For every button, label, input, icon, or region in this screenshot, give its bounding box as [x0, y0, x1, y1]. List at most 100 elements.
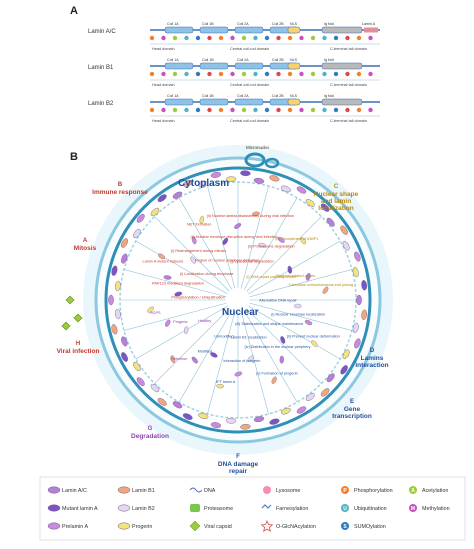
lamin-molecule-icon [354, 251, 361, 262]
legend-icon-glyph: S [343, 524, 347, 530]
lamin-molecule-icon [172, 191, 183, 199]
modification-dot [195, 107, 201, 113]
section-name: Degradation [131, 433, 169, 440]
domain-segment-label: NLS [290, 94, 298, 98]
domain-segment-label: Coil 1A [167, 58, 179, 62]
lamin-molecule-icon [311, 340, 318, 347]
modification-dot [322, 35, 327, 41]
lamin-molecule-icon [342, 240, 350, 251]
domain-segment [199, 26, 229, 34]
o-glcnacylation-icon [260, 519, 274, 532]
domain-segment [199, 62, 229, 70]
methylation-icon [409, 504, 417, 512]
domain-segment [321, 98, 363, 106]
lamin-molecule-icon [170, 355, 176, 364]
lamin-molecule-icon [293, 303, 302, 309]
mutant-lamin-a-icon [47, 504, 61, 512]
lamin-molecule-icon [191, 356, 198, 364]
legend-label: Acetylation [422, 488, 448, 494]
lamin-molecule-icon [150, 383, 160, 393]
sector-spoke [243, 197, 298, 290]
lamin-molecule-icon [296, 186, 307, 194]
legend-label: Lamin B1 [132, 488, 155, 494]
lamin-molecule-icon [121, 336, 128, 347]
micronucleus-icon [264, 157, 280, 169]
section-name: transcription [332, 413, 372, 420]
lamin-molecule-icon [198, 412, 209, 419]
lamin-molecule-icon [136, 213, 145, 223]
spoke-label: Modified [198, 349, 212, 353]
modification-dot [299, 71, 304, 77]
spoke-label: Region of nuclear periphery disruption [195, 258, 259, 262]
sector-spoke [135, 240, 228, 295]
viral-capsids [61, 295, 83, 331]
domain-segment [199, 98, 229, 106]
domain-segment-label: Coil 2A [237, 94, 249, 98]
proteasome-icon [190, 504, 200, 512]
lamin-molecule-icon [114, 308, 121, 320]
modification-dot [276, 107, 281, 113]
modification-dot [149, 71, 155, 77]
domain-segment [164, 26, 194, 34]
domain-segment-label: Ig fold [324, 22, 334, 26]
lamin-molecule-icon [225, 417, 237, 424]
legend-label: Farnesylation [276, 506, 308, 512]
spoke-label: NET formation [187, 223, 211, 227]
modification-dot [264, 35, 270, 41]
section-name: DNA damage [218, 461, 259, 468]
lamin-molecule-icon [253, 416, 265, 423]
modification-dot [368, 35, 373, 41]
lamin-molecule-icon [190, 256, 197, 264]
legend-item: Prelamin A [47, 522, 88, 530]
modification-dot [218, 107, 224, 113]
legend-item: Lamin A/C [47, 486, 87, 494]
section-letter: D [370, 348, 375, 354]
domain-segment-label: Coil 1B [202, 94, 214, 98]
lamin-molecule-icon [210, 172, 222, 178]
section-letter: H [76, 341, 80, 347]
lamin-molecule-icon [182, 413, 193, 420]
sector-spoke [135, 305, 228, 360]
section-name: Viral infection [57, 348, 100, 355]
domain-segment [321, 26, 363, 34]
spoke-label: (ii) Proteasome degradation [248, 245, 295, 249]
lamin-molecule-icon [279, 355, 284, 364]
spoke-label: (i) DNA repair pathway choice [246, 275, 296, 279]
domain-segment-label: Coil 2B [272, 22, 284, 26]
panel-b: B Micronuclei (i) Localization during te… [57, 145, 393, 475]
lamin-molecule-icon [251, 211, 260, 217]
modification-dot [276, 35, 281, 41]
lamin-molecule-icon [342, 349, 350, 360]
lamin-molecule-icon [111, 265, 118, 276]
modification-dot [207, 107, 212, 113]
section-letter: B [118, 182, 123, 188]
lamin-molecule-icon [136, 377, 145, 387]
lamin-row-name: Lamin B1 [88, 65, 114, 71]
micronucleus-icon [244, 152, 266, 168]
spoke-label: IFT lamin A [216, 380, 236, 384]
lamin-molecule-icon [172, 401, 183, 409]
modification-dot [161, 107, 166, 113]
legend-label: SUMOylation [354, 524, 386, 530]
modification-dot [299, 35, 304, 41]
sector-spoke [178, 310, 233, 403]
lamin-molecule-icon [191, 236, 197, 245]
sector-spoke [248, 240, 341, 295]
domain-label: C-terminal tail domain [330, 119, 367, 123]
lamin-row-name: Lamin B2 [88, 101, 114, 107]
lamin-b2-icon [117, 504, 131, 512]
lamin-molecule-icon [240, 423, 251, 430]
modification-dot [161, 35, 166, 41]
domain-label: C-terminal tail domain [330, 83, 367, 87]
legend-item: DNA [189, 487, 216, 494]
lamin-molecule-icon [326, 217, 335, 227]
lamin-molecule-icon [356, 294, 362, 306]
lamin-molecule-icon [157, 398, 167, 406]
lamin-molecule-icon [240, 170, 251, 177]
modification-dot [310, 71, 316, 77]
lamin-molecule-icon [305, 272, 311, 281]
